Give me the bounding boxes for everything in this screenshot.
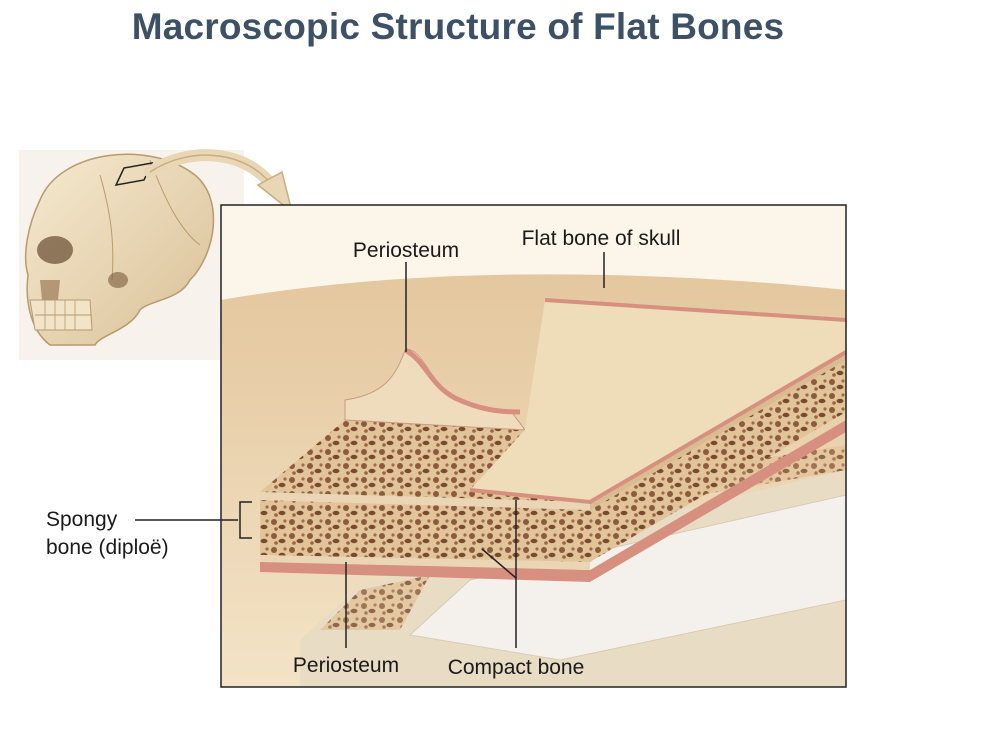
- label-periosteum-top: Periosteum: [353, 239, 459, 262]
- skull-illustration: [19, 150, 244, 360]
- curved-arrow-icon: [144, 149, 294, 214]
- label-spongy-line2: bone (diploë): [46, 536, 169, 559]
- leader-lines: [135, 252, 605, 648]
- bone-cross-section-panel: [220, 204, 847, 688]
- label-spongy-line1: Spongy: [46, 508, 118, 531]
- label-flat-bone-of-skull: Flat bone of skull: [522, 227, 681, 250]
- slide-title: Macroscopic Structure of Flat Bones: [131, 6, 785, 47]
- label-periosteum-bottom: Periosteum: [293, 654, 399, 677]
- label-compact-bone: Compact bone: [448, 656, 585, 679]
